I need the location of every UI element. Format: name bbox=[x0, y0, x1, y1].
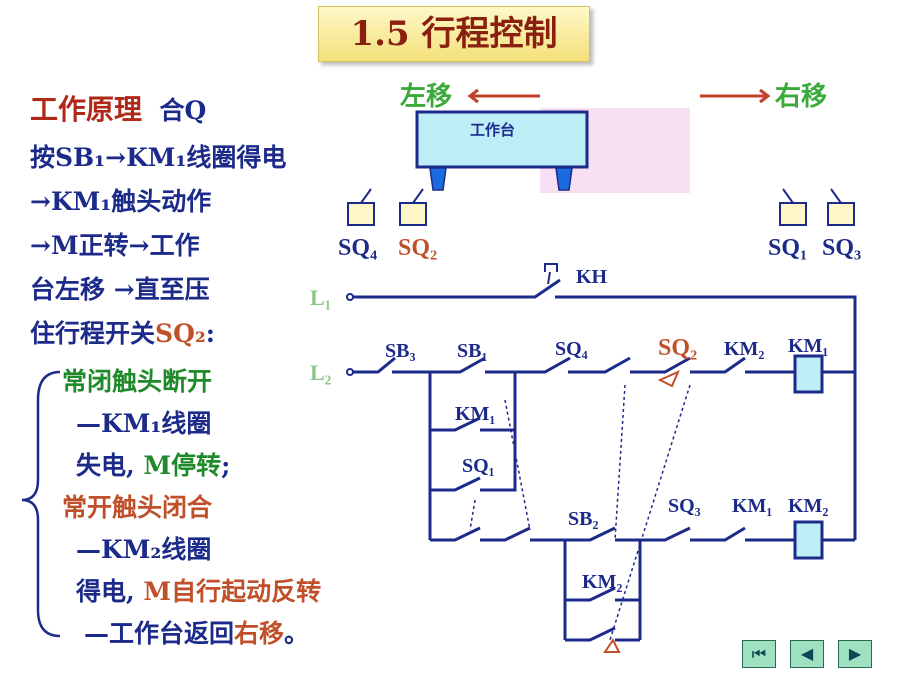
t: SQ₂ bbox=[155, 319, 206, 348]
wires bbox=[353, 263, 857, 642]
sq4-contact-label: SQ₄ bbox=[555, 338, 588, 360]
text-line: 得电, M自行起动反转 bbox=[76, 572, 321, 608]
text-line: —KM₂线圈 bbox=[76, 535, 212, 564]
t: —工作台返回 bbox=[84, 619, 235, 648]
t: : bbox=[205, 319, 216, 348]
worktable-wheel bbox=[429, 167, 447, 191]
t: M自行起动反转 bbox=[143, 577, 322, 606]
km2-coil-label: KM₂ bbox=[788, 495, 828, 517]
text-line: 常开触头闭合 bbox=[62, 488, 212, 524]
km1-coil bbox=[793, 354, 824, 394]
text-line: 台左移 →直至压 bbox=[30, 275, 210, 304]
km2-coil bbox=[793, 520, 824, 560]
t: ; bbox=[221, 451, 231, 480]
sb1-label: SB₁ bbox=[457, 340, 487, 362]
text-line: 常闭触头断开 bbox=[62, 362, 212, 398]
t: 住行程开关 bbox=[30, 319, 156, 348]
text-line: 失电, M停转; bbox=[76, 446, 230, 482]
text-line: 按SB₁→KM₁线圈得电 bbox=[30, 143, 287, 172]
sq2-label: SQ₂ bbox=[398, 235, 437, 261]
L1-label: L₁ bbox=[310, 285, 331, 310]
text-line: →KM₁触头动作 bbox=[30, 187, 212, 216]
t: 右移 bbox=[234, 619, 285, 648]
t: 得电, bbox=[76, 577, 144, 606]
arrow-left-icon bbox=[467, 88, 540, 104]
slide-title: 1.5 行程控制 bbox=[318, 6, 590, 62]
t: 失电, bbox=[76, 451, 144, 480]
sq4-label: SQ₄ bbox=[338, 235, 377, 261]
km1-hold-label: KM₁ bbox=[455, 403, 495, 425]
sq1-contact-label: SQ₁ bbox=[462, 455, 495, 477]
text-line: 工作原理 合Q bbox=[30, 88, 206, 128]
sq2-bottom-contact bbox=[603, 638, 621, 653]
t: 常开 bbox=[62, 493, 113, 522]
worktable-label: 工作台 bbox=[470, 121, 515, 139]
sb3-label: SB₃ bbox=[385, 340, 415, 362]
arrow-right-icon bbox=[700, 88, 771, 104]
worktable-wheel bbox=[555, 167, 573, 191]
brace bbox=[21, 370, 61, 638]
sq3-label: SQ₃ bbox=[822, 235, 861, 261]
km2-hold-label: KM₂ bbox=[582, 571, 622, 593]
heading: 工作原理 bbox=[30, 93, 143, 126]
t: 触头断开 bbox=[112, 367, 213, 396]
label-right: 右移 bbox=[775, 82, 827, 111]
first-slide-button[interactable]: ⏮ bbox=[742, 640, 776, 668]
t: 常闭 bbox=[62, 367, 113, 396]
t: M停转 bbox=[143, 451, 222, 480]
prev-slide-button[interactable]: ◀ bbox=[790, 640, 824, 668]
kh-label: KH bbox=[576, 266, 608, 288]
text-line: 住行程开关SQ₂: bbox=[30, 314, 215, 350]
sq1-label: SQ₁ bbox=[768, 235, 807, 261]
next-slide-button[interactable]: ▶ bbox=[838, 640, 872, 668]
km1-coil-label: KM₁ bbox=[788, 335, 828, 357]
label-left: 左移 bbox=[400, 82, 452, 111]
heading-suffix: 合Q bbox=[159, 96, 207, 125]
km1-interlock-label: KM₁ bbox=[732, 495, 772, 517]
text-line: —KM₁线圈 bbox=[76, 409, 212, 438]
sq2-contact bbox=[657, 370, 680, 388]
sb2-label: SB₂ bbox=[568, 508, 598, 530]
text-line: —工作台返回右移。 bbox=[84, 614, 309, 650]
sq2-contact-label: SQ₂ bbox=[658, 335, 697, 361]
worktable bbox=[415, 110, 589, 169]
km2-contact-label: KM₂ bbox=[724, 338, 764, 360]
sq3-contact-label: SQ₃ bbox=[668, 495, 701, 517]
text-line: →M正转→工作 bbox=[30, 231, 200, 260]
t: 触头闭合 bbox=[112, 493, 213, 522]
t: 。 bbox=[284, 619, 310, 648]
L2-label: L₂ bbox=[310, 360, 332, 385]
